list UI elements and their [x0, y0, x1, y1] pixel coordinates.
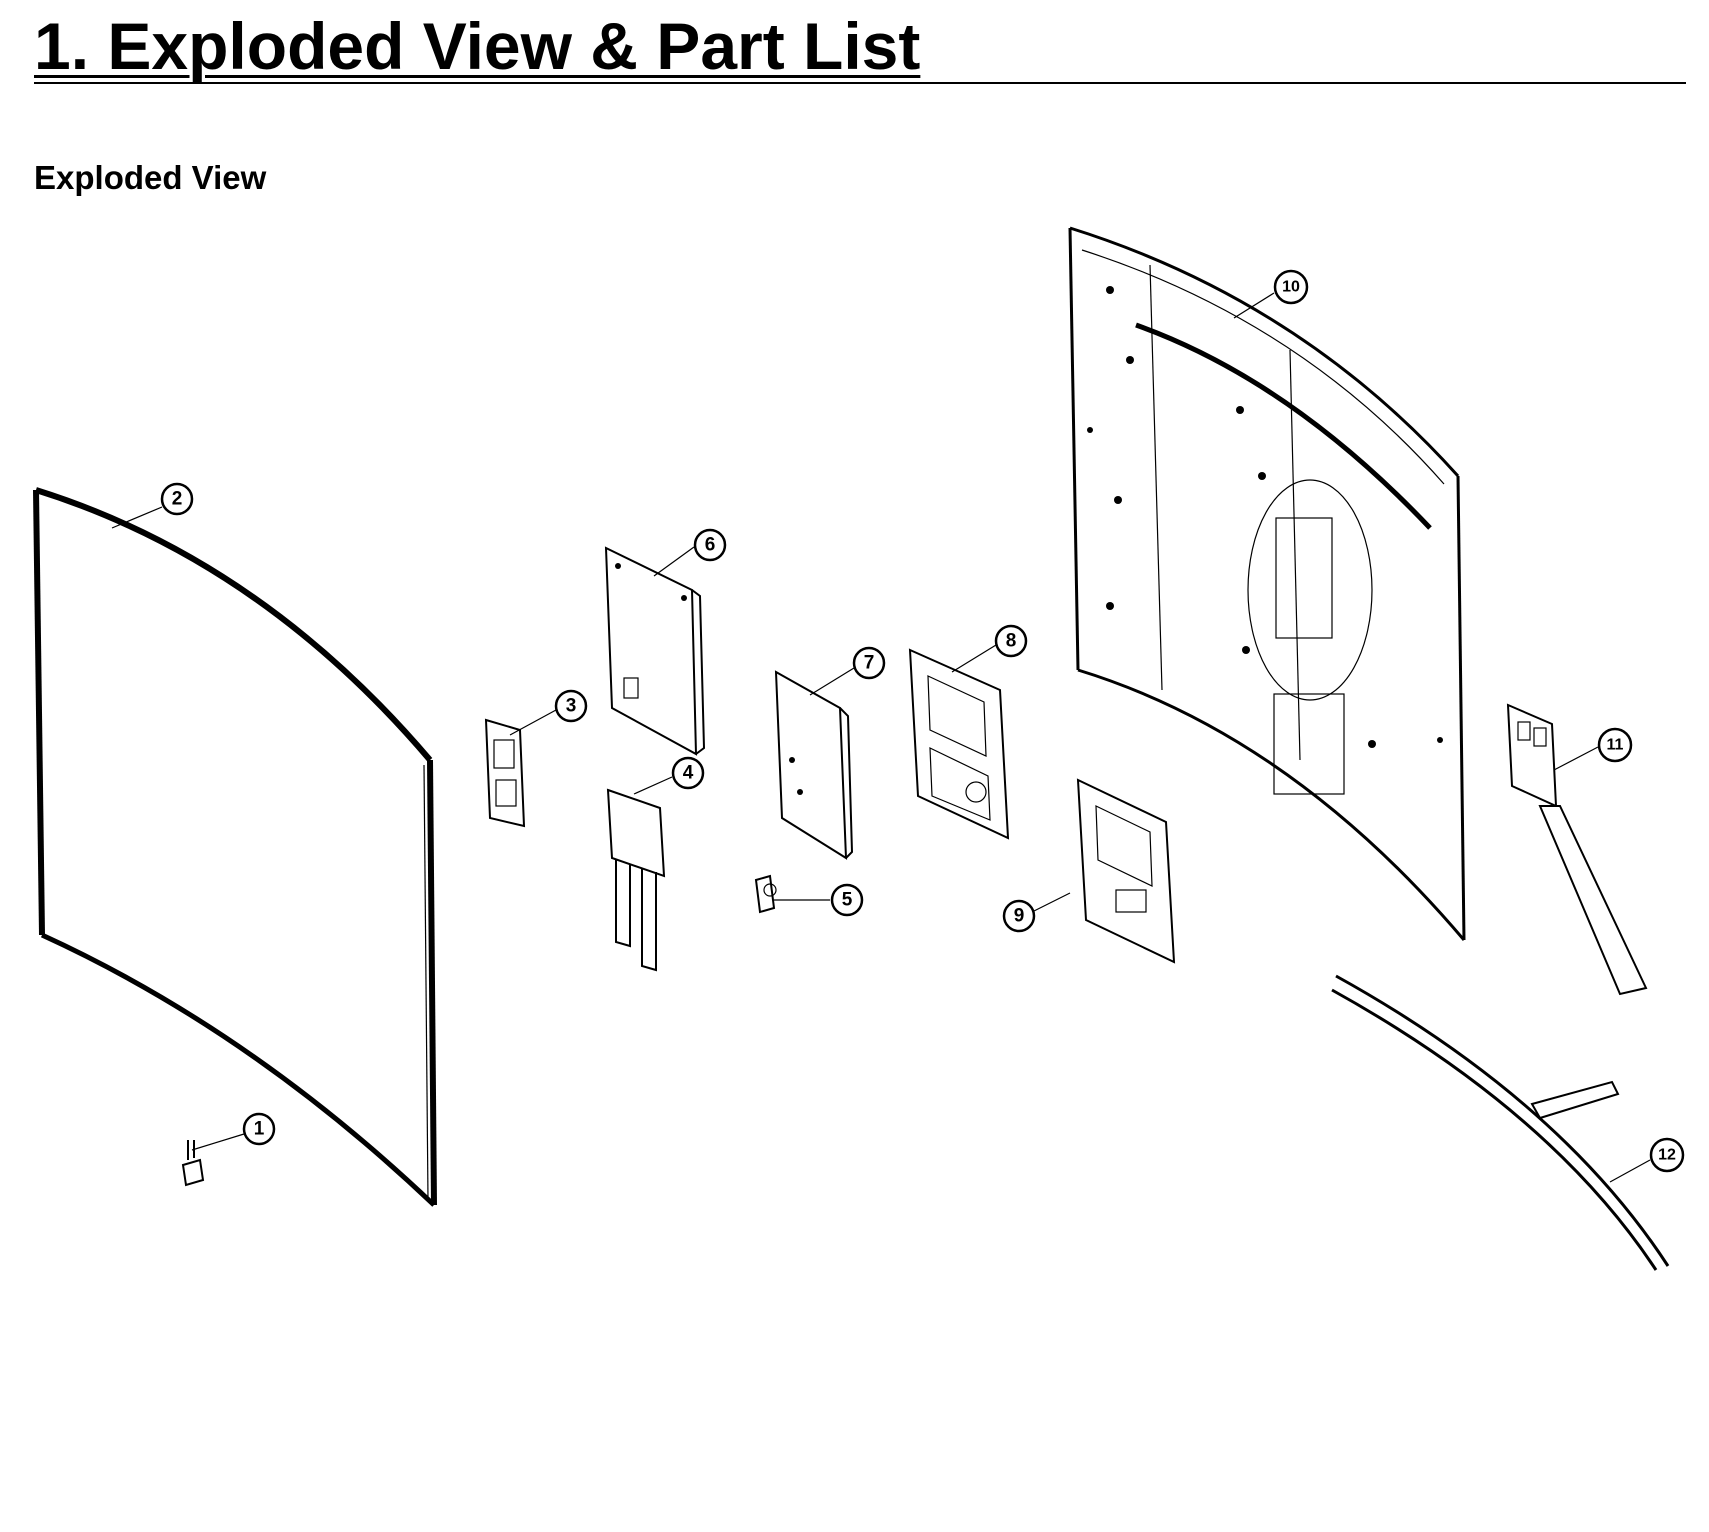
- part-clip: [181, 1140, 205, 1187]
- part-sub-board: [774, 670, 854, 860]
- callout-label-11: 11: [1607, 737, 1624, 754]
- title-underline-rule: [34, 82, 1686, 84]
- part-board-with-cables: [606, 788, 666, 972]
- part-rear-cover: [1068, 226, 1466, 941]
- callout-10: 10: [1273, 269, 1309, 305]
- page-title: 1. Exploded View & Part List: [34, 9, 921, 83]
- part-front-panel: [33, 487, 437, 1207]
- callout-4: 4: [671, 756, 705, 790]
- part-stand-neck: [1506, 703, 1648, 996]
- callout-label-8: 8: [1006, 631, 1017, 652]
- callout-label-4: 4: [683, 763, 694, 784]
- section-subtitle: Exploded View: [34, 159, 267, 196]
- callout-5: 5: [830, 883, 864, 917]
- callout-6: 6: [693, 528, 727, 562]
- callout-label-12: 12: [1658, 1147, 1676, 1164]
- callout-label-10: 10: [1282, 279, 1300, 296]
- callout-2: 2: [160, 482, 194, 516]
- callout-label-5: 5: [842, 890, 853, 911]
- callout-9: 9: [1002, 899, 1036, 933]
- callout-label-7: 7: [864, 653, 875, 674]
- callout-7: 7: [852, 646, 886, 680]
- callout-label-3: 3: [566, 696, 577, 717]
- callout-1: 1: [242, 1112, 276, 1146]
- part-stand-base: [1331, 974, 1670, 1271]
- part-main-board: [604, 546, 706, 756]
- callout-label-1: 1: [254, 1119, 265, 1140]
- callout-3: 3: [554, 689, 588, 723]
- leader-lines: [111, 292, 1651, 1183]
- part-connector: [754, 874, 777, 914]
- callout-label-9: 9: [1014, 906, 1025, 927]
- callout-label-6: 6: [705, 535, 716, 556]
- callout-12: 12: [1649, 1137, 1685, 1173]
- part-bracket-small: [484, 718, 526, 828]
- part-bracket-assembly: [908, 648, 1010, 840]
- callout-label-2: 2: [172, 489, 183, 510]
- callout-8: 8: [994, 624, 1028, 658]
- part-rear-bracket: [1076, 778, 1176, 964]
- callout-11: 11: [1597, 727, 1633, 763]
